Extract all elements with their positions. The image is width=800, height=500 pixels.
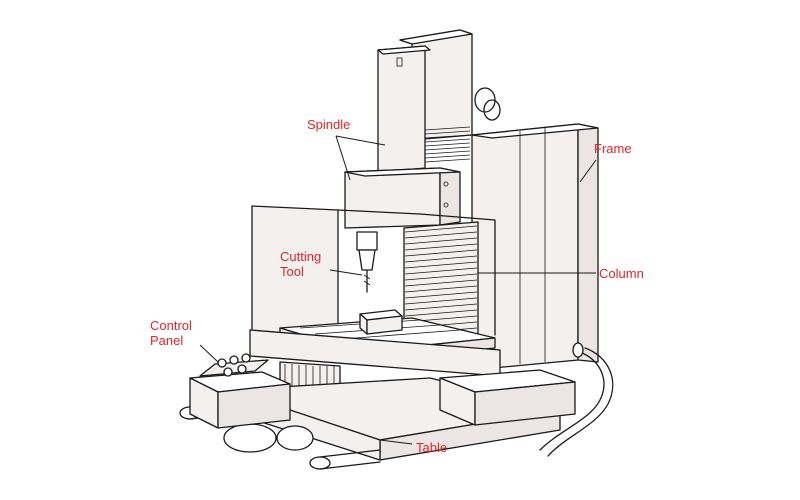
label-column: Column bbox=[599, 266, 644, 281]
cutting-tool bbox=[356, 231, 378, 293]
label-cutting-tool: Cutting Tool bbox=[280, 249, 322, 279]
leader-table bbox=[379, 439, 413, 445]
label-spindle: Spindle bbox=[307, 117, 351, 132]
control-panel-box bbox=[189, 353, 291, 429]
frame-body bbox=[471, 123, 599, 371]
leader-spindle-1 bbox=[335, 135, 386, 146]
leader-frame bbox=[579, 159, 597, 183]
label-control-panel: Control Panel bbox=[150, 318, 192, 348]
tower-bellows bbox=[424, 126, 471, 163]
column-bellows bbox=[403, 221, 479, 349]
leader-control-panel bbox=[199, 344, 219, 363]
leader-spindle-2 bbox=[335, 135, 351, 181]
spindle-head bbox=[344, 167, 461, 229]
spindle-motor bbox=[377, 45, 431, 173]
coolant-hose bbox=[539, 342, 614, 457]
label-table: Table bbox=[416, 440, 448, 455]
label-frame: Frame bbox=[594, 141, 632, 156]
leader-lines bbox=[199, 135, 597, 445]
leader-cutting-tool bbox=[329, 269, 363, 276]
